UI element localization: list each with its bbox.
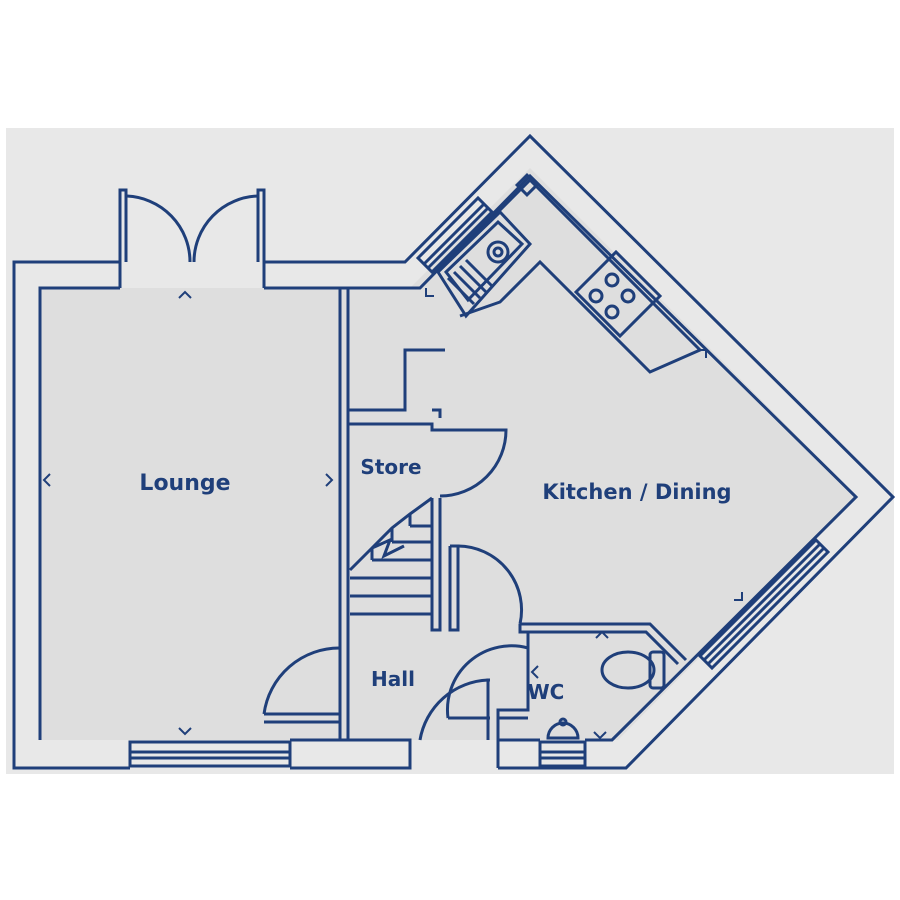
room-label-wc: WC (528, 680, 565, 704)
outer-walls (12, 133, 896, 770)
floor-area (40, 168, 858, 740)
kitchen-door-swing (457, 544, 524, 625)
store-door-swing (439, 428, 508, 498)
kitchen-window-right (697, 537, 831, 671)
room-label-hall: Hall (371, 667, 415, 691)
room-label-lounge: Lounge (139, 471, 230, 496)
lounge-door-swing (262, 646, 341, 715)
lounge-window (128, 740, 292, 768)
wc-door-swing (445, 644, 529, 719)
toilet-icon (600, 650, 666, 690)
wc-window (538, 740, 587, 768)
room-label-store: Store (360, 455, 421, 479)
room-label-kitchen-dining: Kitchen / Dining (542, 480, 731, 504)
kitchen-worktop (436, 172, 703, 374)
stairs-icon (348, 496, 433, 616)
basin-icon (546, 717, 580, 740)
dimension-marker-icon (42, 288, 743, 740)
patio-door (118, 188, 266, 263)
front-door-swing (418, 678, 489, 741)
doors (262, 428, 529, 741)
kitchen-window-top (415, 195, 495, 275)
sink-icon (436, 209, 533, 319)
hob-icon (573, 249, 663, 339)
